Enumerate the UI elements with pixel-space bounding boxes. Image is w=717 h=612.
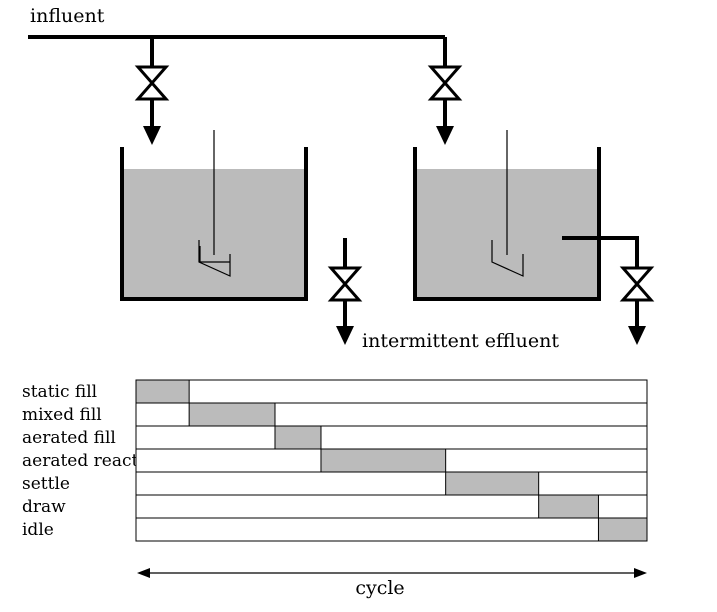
timeline-row: aerated fill	[22, 425, 648, 450]
phase-bar	[320, 448, 447, 473]
inlet-arrow-left	[143, 99, 161, 145]
cycle-timeline: static fill mixed fill aerated fill aerated…	[22, 379, 648, 542]
inlet-arrow-right	[436, 99, 454, 145]
tank-left	[120, 130, 308, 301]
inlet-valve-left	[134, 65, 170, 101]
influent-pipe	[28, 35, 447, 67]
timeline-row: mixed fill	[22, 402, 648, 427]
phase-bar	[188, 402, 276, 427]
timeline-row: static fill	[22, 379, 648, 404]
timeline-row-frame	[135, 425, 648, 450]
phase-bar	[538, 494, 599, 519]
phase-label: settle	[22, 474, 70, 494]
timeline-row: aerated react	[22, 448, 648, 473]
phase-bar	[445, 471, 540, 496]
timeline-row: idle	[22, 517, 648, 542]
inlet-valve-right	[427, 65, 463, 101]
cycle-label: cycle	[355, 577, 404, 599]
effluent-pipe-right	[562, 236, 655, 345]
effluent-pipe-left	[327, 238, 363, 345]
phase-label: draw	[22, 497, 66, 517]
phase-label: aerated fill	[22, 428, 116, 448]
cycle-arrow	[137, 568, 647, 578]
effluent-label: intermittent effluent	[362, 330, 559, 352]
timeline-row: draw	[22, 494, 648, 519]
timeline-row-frame	[135, 379, 648, 404]
timeline-row: settle	[22, 471, 648, 496]
timeline-row-frame	[135, 471, 648, 496]
influent-label: influent	[30, 5, 105, 27]
phase-bar	[597, 517, 648, 542]
phase-label: static fill	[22, 382, 97, 402]
phase-label: aerated react	[22, 451, 138, 471]
timeline-row-frame	[135, 517, 648, 542]
tank-right	[413, 130, 601, 301]
phase-bar	[135, 379, 190, 404]
phase-label: mixed fill	[22, 405, 102, 425]
phase-bar	[274, 425, 322, 450]
phase-label: idle	[22, 520, 54, 540]
